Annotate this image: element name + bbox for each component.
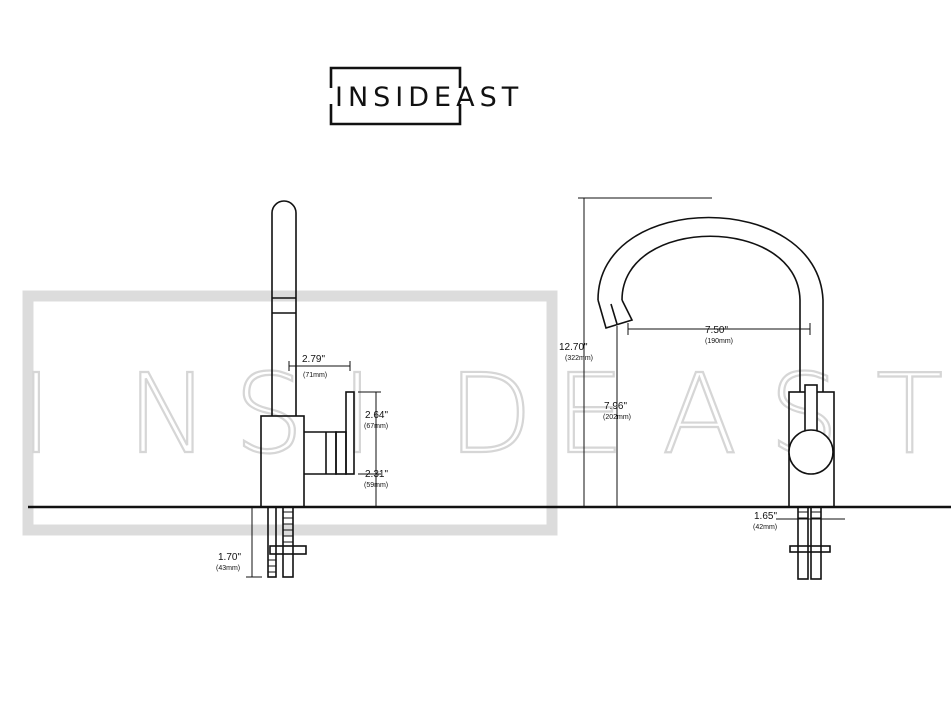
dim-reach-value: 2.79" [302,354,325,365]
dim-total-height-value: 12.70" [559,342,588,353]
watermark-letter: S [234,350,304,478]
side-view [260,200,355,578]
dim-base-width-value: 1.65" [754,511,777,522]
side-handle-base [304,431,337,475]
dim-handle-height-mm: (67mm) [364,423,388,430]
side-hose-fitting [268,559,276,573]
side-shank-threads [283,511,293,543]
front-spout-nozzle [610,303,618,325]
side-dimensions [246,361,381,578]
front-handle-lever [804,384,818,432]
side-hose [267,506,277,578]
dim-shank-mm: (43mm) [216,565,240,572]
dim-handle-base-mm: (59mm) [364,482,388,489]
watermark-letter: I [20,350,52,478]
watermark-letter: A [662,350,737,478]
dim-reach-mm: (71mm) [303,372,327,379]
front-handle-disc [788,429,834,475]
logo-text: INSIDEAST [335,82,523,113]
dim-total-height-mm: (322mm) [565,355,593,362]
dim-spout-reach-mm: (190mm) [705,338,733,345]
front-mount-plate [789,545,831,553]
front-hose-threads [798,511,821,519]
watermark-letter: N [127,350,209,478]
dim-spout-height-value: 7.96" [604,401,627,412]
side-handle-lever [345,391,355,475]
logo-frame [329,66,462,126]
dim-handle-height-value: 2.64" [365,410,388,421]
side-spout [271,200,297,416]
watermark-letter: E [555,350,625,478]
dim-base-width-mm: (42mm) [753,524,777,531]
dim-handle-base-value: 2.31" [365,469,388,480]
dim-shank-value: 1.70" [218,552,241,563]
watermark-letter: D [448,350,533,478]
watermark-letter: T [876,350,943,478]
dim-spout-reach-value: 7.50" [705,325,728,336]
front-hose-left [797,506,809,580]
brand-logo: INSIDEAST [329,66,523,126]
front-hose-right [810,506,822,580]
front-spout-inner [621,235,801,392]
front-spout-tip [597,299,634,330]
dim-spout-height-mm: (202mm) [603,414,631,421]
front-dimension-labels: 12.70" (322mm) 7.96" (202mm) 7.50" (190m… [559,325,777,531]
front-spout-outer [597,216,824,392]
side-mount-plate [269,545,307,555]
front-dimensions [578,197,845,520]
front-view [597,216,835,580]
side-dimension-labels: 2.79" (71mm) 2.64" (67mm) 2.31" (59mm) 1… [216,354,388,572]
